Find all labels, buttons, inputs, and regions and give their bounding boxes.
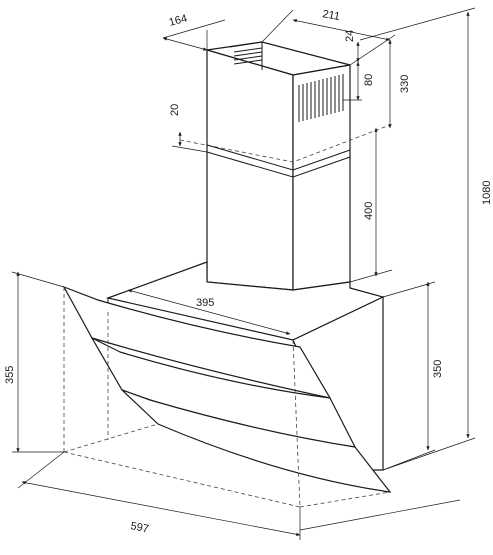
chimney-joint-upper	[179, 124, 391, 163]
chimney-left-face	[206, 49, 294, 291]
dim-label-overall-height: 1080	[481, 181, 493, 205]
dim-label-hood-width: 597	[129, 520, 149, 535]
dim-label-overlap: 20	[169, 104, 181, 116]
chimney	[179, 41, 391, 291]
dim-label-body-depth: 395	[196, 297, 214, 309]
chimney-joint-line-2	[206, 151, 351, 178]
dim-label-chimney-width: 211	[321, 8, 340, 23]
dim-label-top-gap: 24	[344, 30, 356, 42]
chimney-right-face	[292, 64, 351, 291]
dim-label-chimney-depth: 164	[168, 13, 189, 29]
dim-label-vent-height: 80	[363, 74, 375, 86]
vent-slots-left	[233, 47, 263, 65]
dim-label-lower-chimney: 400	[363, 202, 375, 220]
dimension-labels: 164 211 24 80 330 1080 20 400 395 355 35…	[4, 8, 493, 535]
dim-label-hood-height-right: 350	[432, 360, 444, 378]
dim-label-upper-chimney: 330	[399, 75, 411, 93]
footprint-dashed	[63, 287, 391, 508]
dim-label-hood-height-left: 355	[4, 366, 16, 384]
chimney-joint-line	[206, 144, 351, 171]
vent-slots-right	[298, 74, 344, 122]
dimension-lines	[11, 7, 476, 540]
glass-panels	[62, 285, 392, 493]
